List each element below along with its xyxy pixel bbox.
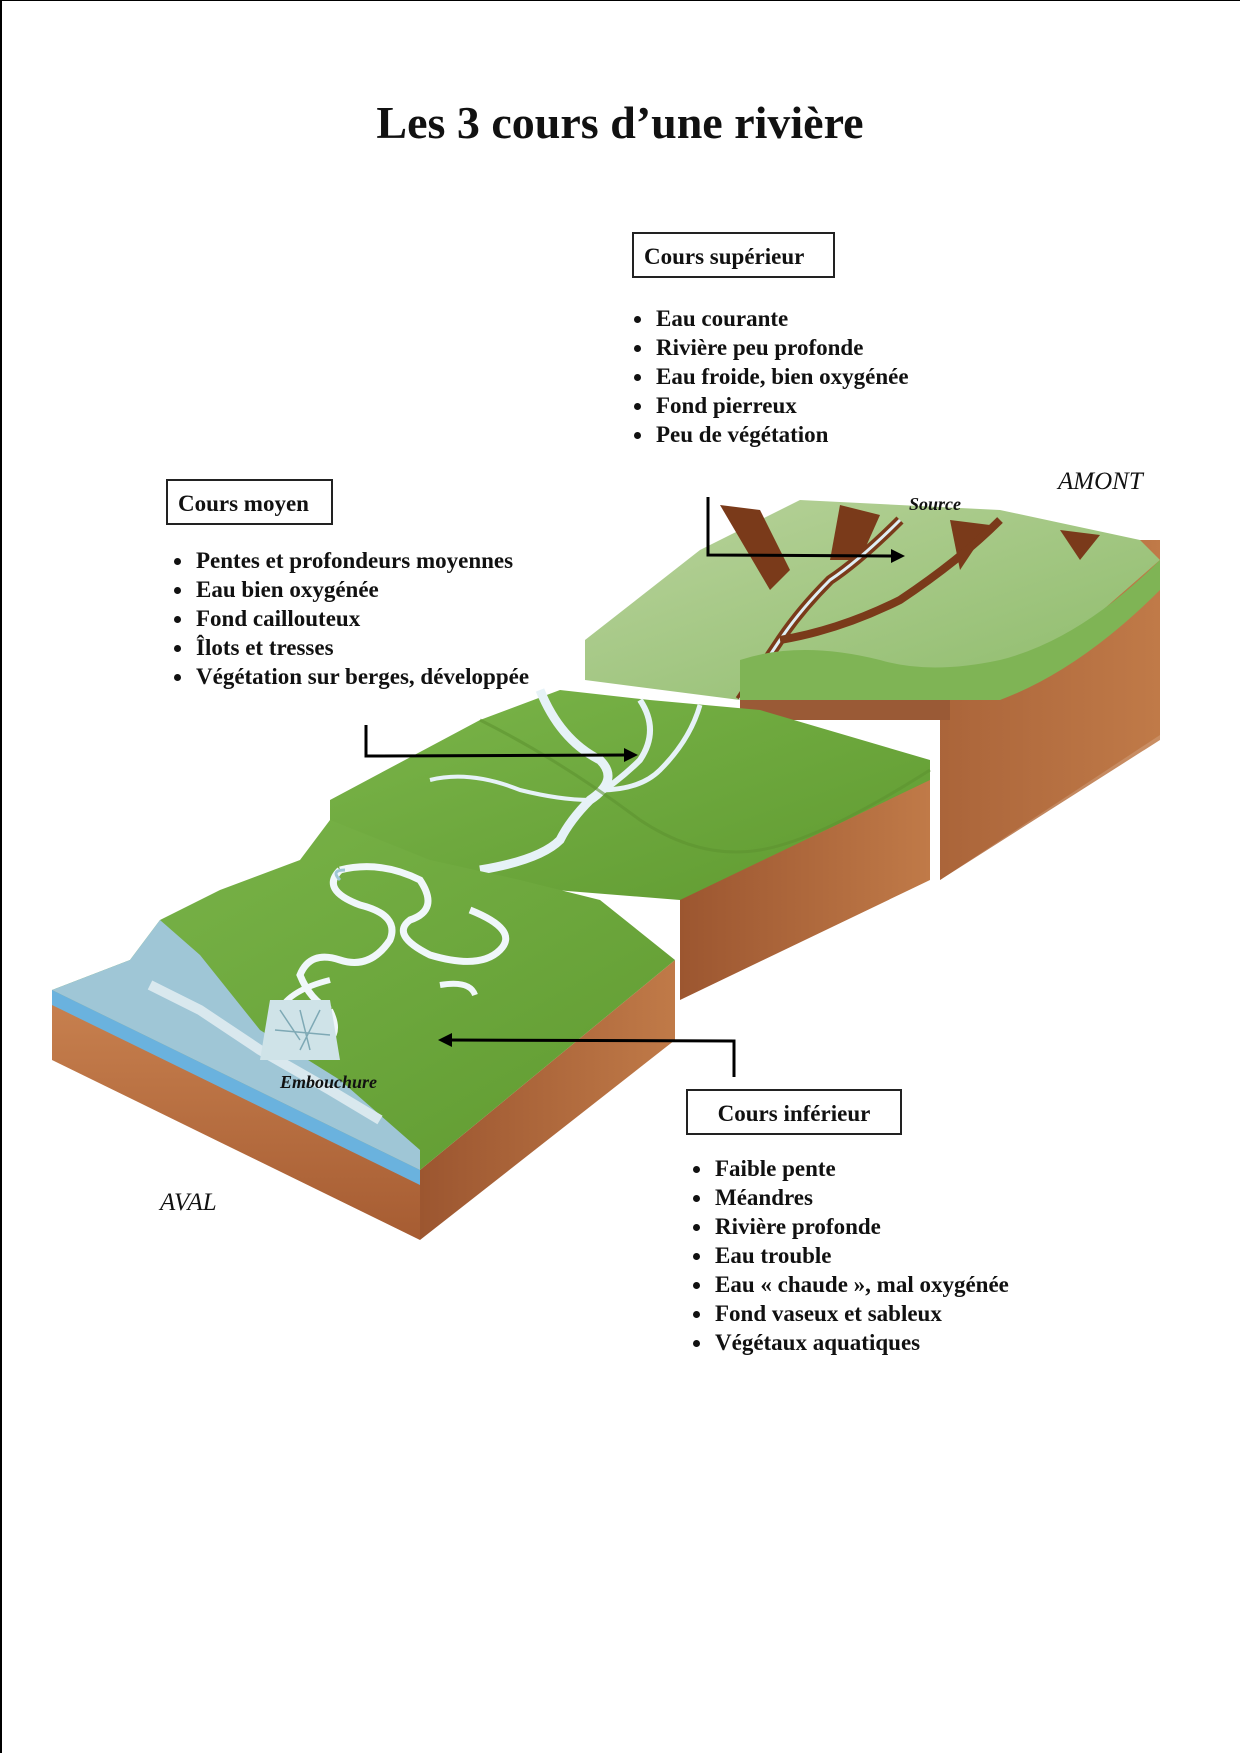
- heading-cours-inferieur: Cours inférieur: [686, 1089, 902, 1135]
- list-cours-superieur: Eau courante Rivière peu profonde Eau fr…: [632, 304, 909, 449]
- label-aval: AVAL: [160, 1189, 217, 1216]
- list-item: Eau bien oxygénée: [172, 575, 529, 604]
- heading-cours-superieur: Cours supérieur: [632, 232, 835, 278]
- list-item: Eau « chaude », mal oxygénée: [691, 1270, 1009, 1299]
- list-item: Eau trouble: [691, 1241, 1009, 1270]
- list-item: Fond pierreux: [632, 391, 909, 420]
- pointer-arrows: [364, 497, 905, 1077]
- list-item: Peu de végétation: [632, 420, 909, 449]
- list-item: Méandres: [691, 1183, 1009, 1212]
- list-item: Végétation sur berges, développée: [172, 662, 529, 691]
- lower-block: [52, 820, 675, 1240]
- list-item: Eau courante: [632, 304, 909, 333]
- list-item: Rivière profonde: [691, 1212, 1009, 1241]
- list-item: Fond vaseux et sableux: [691, 1299, 1009, 1328]
- list-item: Fond caillouteux: [172, 604, 529, 633]
- list-item: Végétaux aquatiques: [691, 1328, 1009, 1357]
- label-embouchure: Embouchure: [280, 1072, 378, 1092]
- list-item: Faible pente: [691, 1154, 1009, 1183]
- label-amont: AMONT: [1058, 468, 1143, 495]
- list-cours-moyen: Pentes et profondeurs moyennes Eau bien …: [172, 546, 529, 691]
- list-item: Pentes et profondeurs moyennes: [172, 546, 529, 575]
- upper-block: [585, 500, 1160, 880]
- label-source: Source: [909, 494, 962, 514]
- heading-cours-moyen: Cours moyen: [166, 479, 333, 525]
- middle-block: [330, 688, 931, 1000]
- list-item: Rivière peu profonde: [632, 333, 909, 362]
- list-item: Îlots et tresses: [172, 633, 529, 662]
- list-item: Eau froide, bien oxygénée: [632, 362, 909, 391]
- list-cours-inferieur: Faible pente Méandres Rivière profonde E…: [691, 1154, 1009, 1357]
- page-title: Les 3 cours d’une rivière: [376, 97, 864, 148]
